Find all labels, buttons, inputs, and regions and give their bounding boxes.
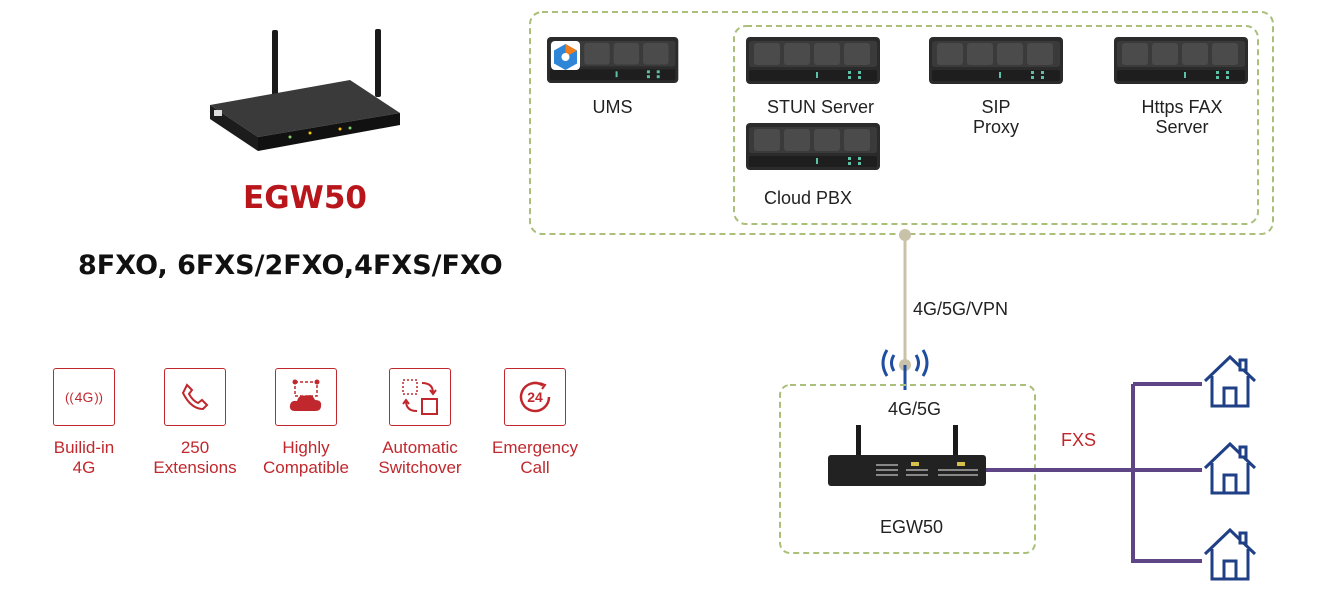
stun-server [746, 37, 880, 84]
feature-label: Emergency Call [492, 438, 578, 477]
fxs-lines [986, 382, 1202, 563]
svg-text:24: 24 [527, 389, 543, 405]
egw50-device [828, 425, 986, 486]
sip-proxy-label: SIP Proxy [972, 97, 1019, 137]
phone-icon [164, 368, 226, 426]
feature-label: Automatic Switchover [378, 438, 462, 477]
ums-label: UMS [592, 97, 633, 117]
product-title: EGW50 [243, 180, 367, 216]
feature-switchover: Automatic Switchover [365, 368, 475, 478]
gateway-label: EGW50 [880, 517, 944, 537]
feature-builtin-4g: ((4G)) Builid-in 4G [29, 368, 139, 478]
feature-emergency: 24 Emergency Call [480, 368, 590, 478]
sip-proxy-server [929, 37, 1063, 84]
cloud-inner-box [733, 25, 1259, 225]
antenna-label: 4G/5G [888, 399, 942, 419]
house-icon [1203, 528, 1257, 581]
feature-extensions: 250 Extensions [140, 368, 250, 478]
emergency-24-icon: 24 [504, 368, 566, 426]
router-image [210, 29, 400, 151]
feature-label: Highly Compatible [263, 438, 349, 477]
link-label: 4G/5G/VPN [913, 299, 1009, 319]
uplink-node [899, 229, 911, 241]
cloud-pbx-server [746, 123, 880, 170]
fax-server-label: Https FAX Server [1141, 97, 1223, 137]
cloud-network-icon [275, 368, 337, 426]
ums-logo-icon [551, 41, 580, 70]
house-icon [1203, 355, 1257, 408]
product-subtitle: 8FXO, 6FXS/2FXO,4FXS/FXO [78, 250, 503, 281]
stun-label: STUN Server [766, 97, 874, 117]
feature-label: 250 Extensions [153, 438, 237, 477]
switchover-icon [389, 368, 451, 426]
feature-compatible: Highly Compatible [251, 368, 361, 478]
antenna-signal-icon [881, 349, 929, 377]
house-icon [1203, 442, 1257, 495]
fxs-label: FXS [1061, 430, 1097, 450]
4g-signal-icon: ((4G)) [53, 368, 115, 426]
feature-label: Builid-in 4G [53, 438, 115, 477]
cloud-pbx-label: Cloud PBX [763, 188, 853, 208]
fax-server [1114, 37, 1248, 84]
